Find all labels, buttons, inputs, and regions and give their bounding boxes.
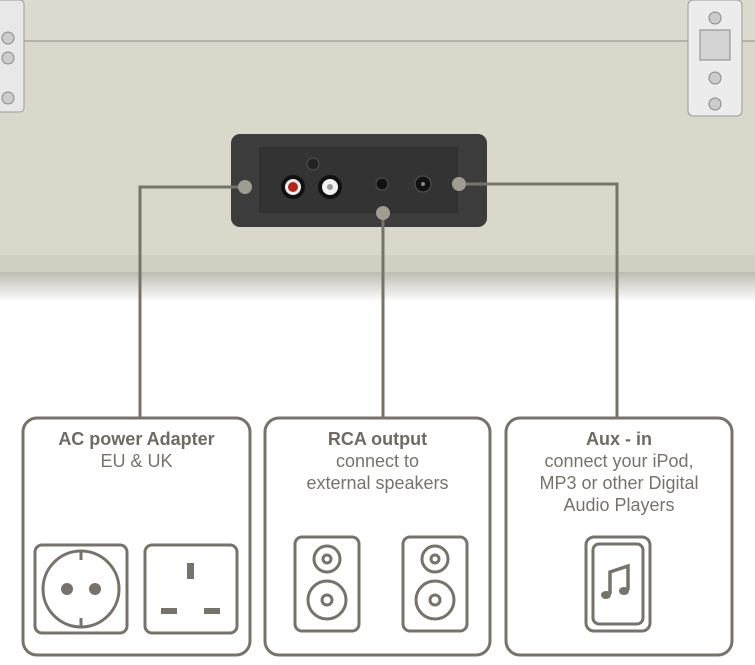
speaker-icon — [293, 535, 361, 633]
ac-power-title: AC power Adapter — [58, 429, 215, 449]
connector-panel — [231, 134, 487, 227]
ac-power-desc: EU & UK — [100, 451, 173, 471]
dc-power-jack — [414, 175, 432, 193]
aux-in-desc-1: connect your iPod, — [544, 451, 694, 471]
eu-socket-icon — [33, 543, 129, 635]
rca-output-title: RCA output — [327, 429, 428, 449]
case-shadow — [0, 272, 755, 302]
rca-output-desc-2: external speakers — [306, 473, 449, 493]
rca-output-desc-1: connect to — [335, 451, 420, 471]
rca-red-jack — [281, 175, 305, 199]
aux-in-desc-2: MP3 or other Digital — [539, 473, 699, 493]
music-player-icon — [584, 535, 652, 633]
aux-in-title: Aux - in — [586, 429, 652, 449]
ac-power-label: AC power Adapter EU & UK — [23, 428, 250, 472]
aux-in-label: Aux - in connect your iPod, MP3 or other… — [506, 428, 732, 516]
leader-line-ac — [138, 185, 245, 418]
leader-line-aux — [459, 182, 619, 418]
aux-in-desc-3: Audio Players — [563, 495, 675, 515]
rca-white-jack — [318, 175, 342, 199]
aux-in-jack — [375, 177, 389, 191]
latch-right — [687, 0, 743, 117]
latch-left — [0, 0, 25, 113]
speaker-icon — [401, 535, 469, 633]
box-ac-power — [21, 416, 252, 657]
uk-socket-icon — [143, 543, 239, 635]
rca-output-label: RCA output connect to external speakers — [265, 428, 490, 494]
